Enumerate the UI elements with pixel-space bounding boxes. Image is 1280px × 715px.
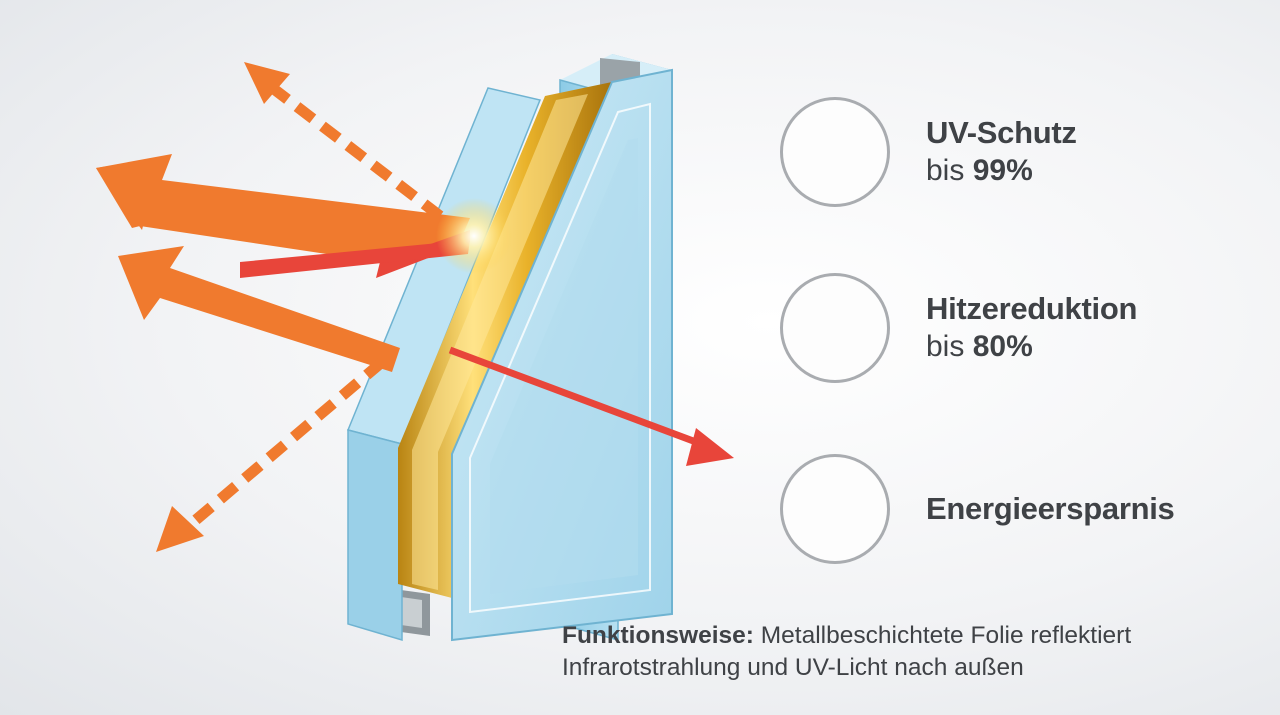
reflected-ray-middle — [118, 240, 470, 372]
feature-text: UV-Schutz bis 99% — [926, 114, 1077, 190]
feature-uv-protection: UV-Schutz bis 99% — [780, 97, 1077, 207]
caption: Funktionsweise: Metallbeschichtete Folie… — [562, 620, 1262, 684]
feature-title: Energieersparnis — [926, 491, 1175, 526]
feature-heat-reduction: Hitzereduktion bis 80% — [780, 273, 1137, 383]
feature-prefix: bis — [926, 154, 965, 187]
dashed-ray-top — [266, 81, 444, 221]
icon-circle — [780, 97, 890, 207]
feature-subtitle: bis 99% — [926, 152, 1077, 190]
feature-prefix: bis — [926, 330, 965, 363]
feature-value: 80% — [972, 330, 1033, 363]
dashed-ray-top-head — [244, 62, 290, 104]
feature-text: Hitzereduktion bis 80% — [926, 290, 1137, 366]
reflection-glow — [436, 198, 512, 274]
inner-glass-pane — [451, 68, 673, 642]
feature-value: 99% — [972, 154, 1033, 187]
feature-text: Energieersparnis — [926, 490, 1175, 528]
dashed-ray-bottom — [180, 357, 386, 535]
caption-label: Funktionsweise: — [562, 622, 754, 649]
caption-line-2: Infrarotstrahlung und UV-Licht nach auße… — [562, 654, 1024, 681]
feature-title: Hitzereduktion — [926, 291, 1138, 326]
feature-title: UV-Schutz — [926, 115, 1077, 150]
dashed-ray-bottom-head — [156, 506, 204, 552]
icon-circle — [780, 454, 890, 564]
icon-circle — [780, 273, 890, 383]
caption-line-1: Metallbeschichtete Folie reflektiert — [760, 622, 1132, 649]
feature-subtitle: bis 80% — [926, 328, 1137, 366]
transmitted-ray — [448, 346, 734, 466]
feature-energy-saving: Energieersparnis — [780, 454, 1175, 564]
